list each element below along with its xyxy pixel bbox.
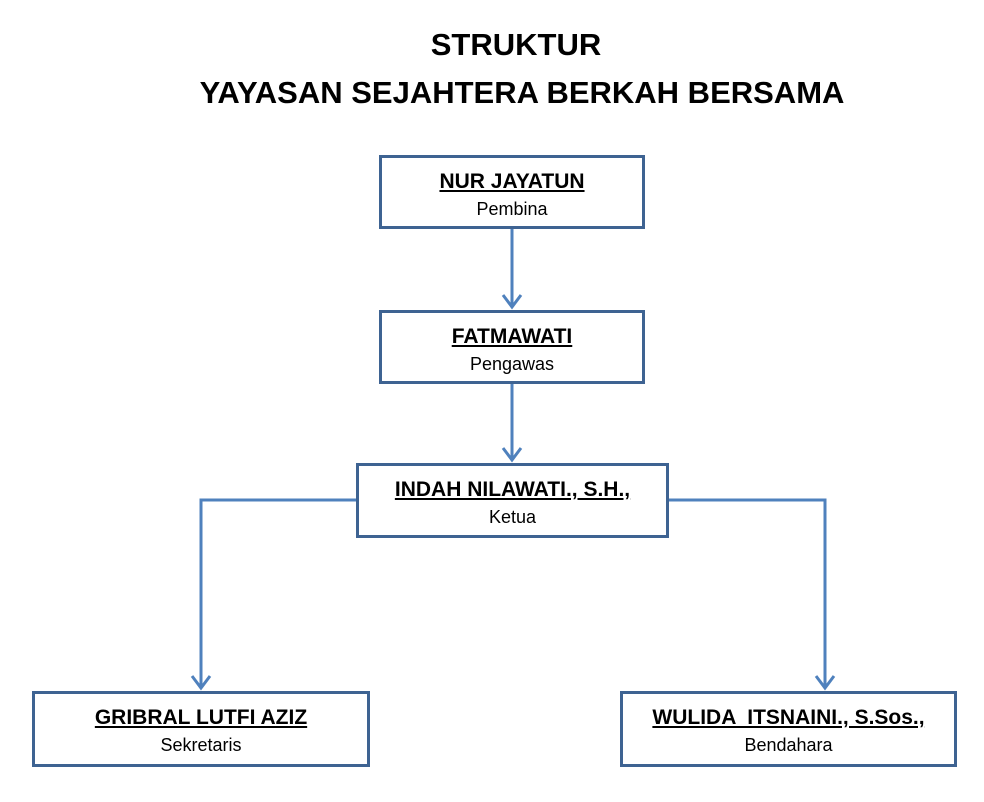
node-role: Pengawas bbox=[469, 354, 555, 374]
connector-ketua-bendahara bbox=[668, 498, 827, 687]
connector-ketua-sekretaris bbox=[199, 498, 356, 687]
node-name: WULIDA ITSNAINI., S.Sos., bbox=[652, 706, 925, 729]
node-role: Pembina bbox=[476, 199, 548, 219]
arrowhead bbox=[190, 675, 212, 691]
node-pembina: NUR JAYATUN Pembina bbox=[379, 155, 645, 229]
node-role: Sekretaris bbox=[160, 735, 242, 755]
node-name: NUR JAYATUN bbox=[439, 170, 585, 193]
node-sekretaris: GRIBRAL LUTFI AZIZ Sekretaris bbox=[32, 691, 370, 767]
arrowhead bbox=[501, 294, 523, 310]
node-bendahara: WULIDA ITSNAINI., S.Sos., Bendahara bbox=[620, 691, 957, 767]
node-pengawas: FATMAWATI Pengawas bbox=[379, 310, 645, 384]
node-ketua: INDAH NILAWATI., S.H., Ketua bbox=[356, 463, 669, 538]
node-name: INDAH NILAWATI., S.H., bbox=[394, 478, 631, 501]
chart-title-line2: YAYASAN SEJAHTERA BERKAH BERSAMA bbox=[199, 75, 845, 110]
node-role: Ketua bbox=[488, 507, 537, 527]
node-role: Bendahara bbox=[744, 735, 833, 755]
node-name: FATMAWATI bbox=[451, 325, 573, 348]
arrowhead bbox=[814, 675, 836, 691]
chart-title-line1: STRUKTUR bbox=[430, 27, 602, 62]
node-name: GRIBRAL LUTFI AZIZ bbox=[94, 706, 308, 729]
arrowhead bbox=[501, 447, 523, 463]
